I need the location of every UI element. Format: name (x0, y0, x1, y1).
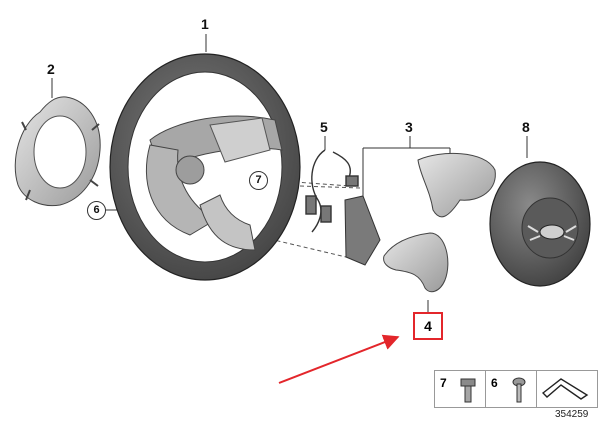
legend-number: 7 (440, 376, 447, 390)
callout-6: 6 (87, 201, 106, 220)
trim-piece-icon (541, 378, 589, 400)
hardware-legend: 7 6 (434, 370, 598, 408)
airbag-part (489, 161, 591, 287)
callout-1: 1 (201, 16, 209, 32)
lower-trim-part (383, 232, 449, 293)
dashed-assembly-lines (146, 179, 361, 258)
callout-4-highlight: 4 (413, 312, 443, 340)
trim-ring-part (14, 96, 101, 207)
pointer-arrow (278, 334, 400, 384)
legend-cell-screw: 6 (486, 371, 537, 407)
callout-2: 2 (47, 61, 55, 77)
legend-cell-trim (537, 371, 597, 407)
wiring-harness-part (305, 149, 359, 233)
callout-8: 8 (522, 119, 530, 135)
screw-icon (512, 377, 526, 403)
bolt-icon (460, 378, 476, 403)
callout-7: 7 (249, 171, 268, 190)
legend-cell-bolt: 7 (435, 371, 486, 407)
callout-5: 5 (320, 119, 328, 135)
leader-lines (51, 34, 528, 312)
steering-wheel-part (109, 53, 301, 281)
callout-3: 3 (405, 119, 413, 135)
document-number: 354259 (555, 409, 589, 420)
legend-number: 6 (491, 376, 498, 390)
cover-set-part (344, 152, 496, 266)
